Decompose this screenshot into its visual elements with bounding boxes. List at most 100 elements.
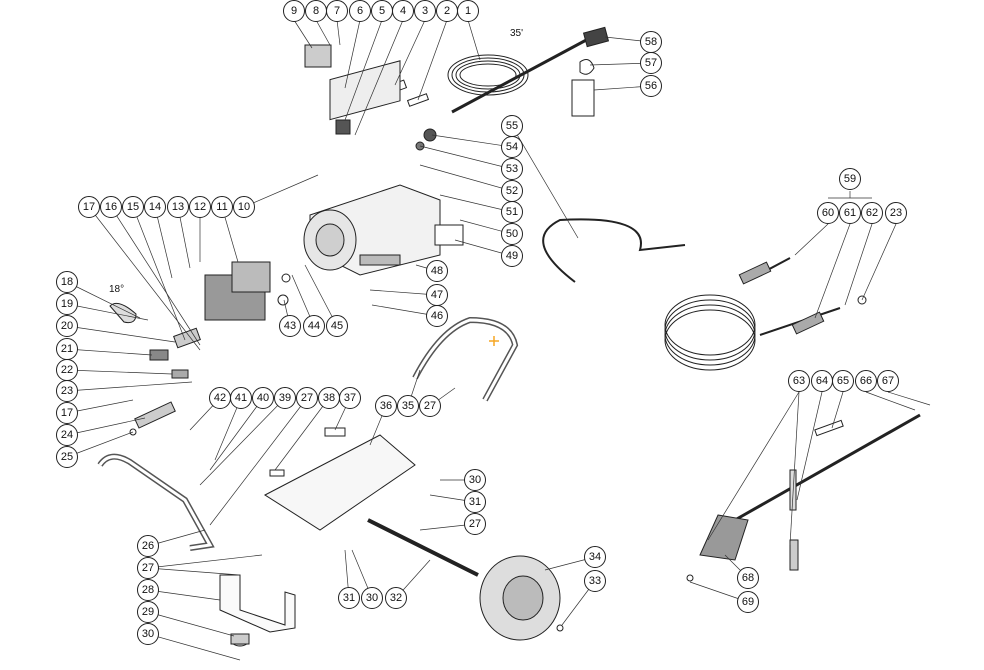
callout-number: 24	[61, 429, 73, 441]
callout-circle	[279, 315, 301, 337]
callout-number: 47	[431, 289, 443, 301]
callout-39: 39	[274, 387, 296, 409]
callout-circle	[56, 446, 78, 468]
callout-circle	[501, 245, 523, 267]
callout-circle	[397, 395, 419, 417]
callout-65: 65	[832, 370, 854, 392]
bracket-and-foot	[219, 574, 296, 647]
callout-circle	[144, 196, 166, 218]
callout-number: 53	[506, 163, 518, 175]
callout-circle	[737, 567, 759, 589]
callout-57: 57	[640, 52, 662, 74]
callout-number: 31	[469, 496, 481, 508]
callout-48: 48	[426, 260, 448, 282]
callout-circle	[375, 395, 397, 417]
callout-number: 44	[308, 320, 320, 332]
callout-number: 56	[645, 80, 657, 92]
fittings-left	[109, 302, 201, 436]
callout-30: 30	[137, 623, 159, 645]
callout-circle	[877, 370, 899, 392]
callout-35: 35	[397, 395, 419, 417]
callout-number: 1	[465, 5, 471, 17]
callout-circle	[137, 623, 159, 645]
callout-circle	[326, 315, 348, 337]
callout-circle	[233, 196, 255, 218]
callout-46: 46	[426, 305, 448, 327]
callout-17: 17	[78, 196, 100, 218]
callout-number: 32	[390, 592, 402, 604]
callout-number: 69	[742, 596, 754, 608]
callout-54: 54	[501, 136, 523, 158]
callout-67: 67	[877, 370, 899, 392]
callout-circle	[349, 0, 371, 22]
callout-number: 20	[61, 320, 73, 332]
callout-38: 38	[318, 387, 340, 409]
callout-18: 18	[56, 271, 78, 293]
callout-number: 63	[793, 375, 805, 387]
callout-circle	[122, 196, 144, 218]
callout-circle	[584, 546, 606, 568]
handle-left	[97, 453, 215, 551]
callout-number: 22	[61, 364, 73, 376]
callout-number: 60	[822, 207, 834, 219]
callout-number: 17	[61, 407, 73, 419]
callout-61: 61	[839, 202, 861, 224]
callout-circle	[137, 579, 159, 601]
callout-33: 33	[584, 570, 606, 592]
callout-number: 26	[142, 540, 154, 552]
callout-circle	[137, 557, 159, 579]
callout-6: 6	[349, 0, 371, 22]
callout-30: 30	[464, 469, 486, 491]
callout-circle	[56, 271, 78, 293]
callout-2: 2	[436, 0, 458, 22]
callout-circle	[100, 196, 122, 218]
callout-circle	[274, 387, 296, 409]
elbow-angle-note: 18°	[109, 284, 124, 295]
callout-number: 33	[589, 575, 601, 587]
callout-circle	[189, 196, 211, 218]
chassis-frame	[264, 427, 416, 531]
callout-number: 27	[424, 400, 436, 412]
callout-30: 30	[361, 587, 383, 609]
lance-top	[451, 26, 610, 117]
callout-circle	[737, 591, 759, 613]
callout-number: 30	[366, 592, 378, 604]
handle-assembly	[412, 316, 519, 402]
callout-circle	[137, 601, 159, 623]
callout-27: 27	[464, 513, 486, 535]
callout-circle	[385, 587, 407, 609]
callout-49: 49	[501, 245, 523, 267]
callout-53: 53	[501, 158, 523, 180]
callout-56: 56	[640, 75, 662, 97]
callout-number: 49	[506, 250, 518, 262]
callout-circle	[501, 136, 523, 158]
spray-gun	[686, 413, 921, 582]
callout-circle	[501, 158, 523, 180]
callout-number: 36	[380, 400, 392, 412]
callout-circle	[252, 387, 274, 409]
cursor-crosshair-icon	[489, 336, 499, 346]
callout-3: 3	[414, 0, 436, 22]
callout-circle	[457, 0, 479, 22]
callout-circle	[296, 387, 318, 409]
high-pressure-hose-coil	[664, 257, 867, 371]
callout-number: 14	[149, 201, 161, 213]
callout-66: 66	[855, 370, 877, 392]
callout-20: 20	[56, 315, 78, 337]
callout-circle	[230, 387, 252, 409]
callout-9: 9	[283, 0, 305, 22]
callout-26: 26	[137, 535, 159, 557]
callout-23: 23	[885, 202, 907, 224]
callout-circle	[167, 196, 189, 218]
callout-number: 68	[742, 572, 754, 584]
callout-number: 2	[444, 5, 450, 17]
callout-number: 42	[214, 392, 226, 404]
callout-69: 69	[737, 591, 759, 613]
callout-41: 41	[230, 387, 252, 409]
callout-number: 43	[284, 320, 296, 332]
callout-15: 15	[122, 196, 144, 218]
parts-drawing	[97, 26, 921, 647]
callout-circle	[338, 587, 360, 609]
callout-number: 27	[301, 392, 313, 404]
